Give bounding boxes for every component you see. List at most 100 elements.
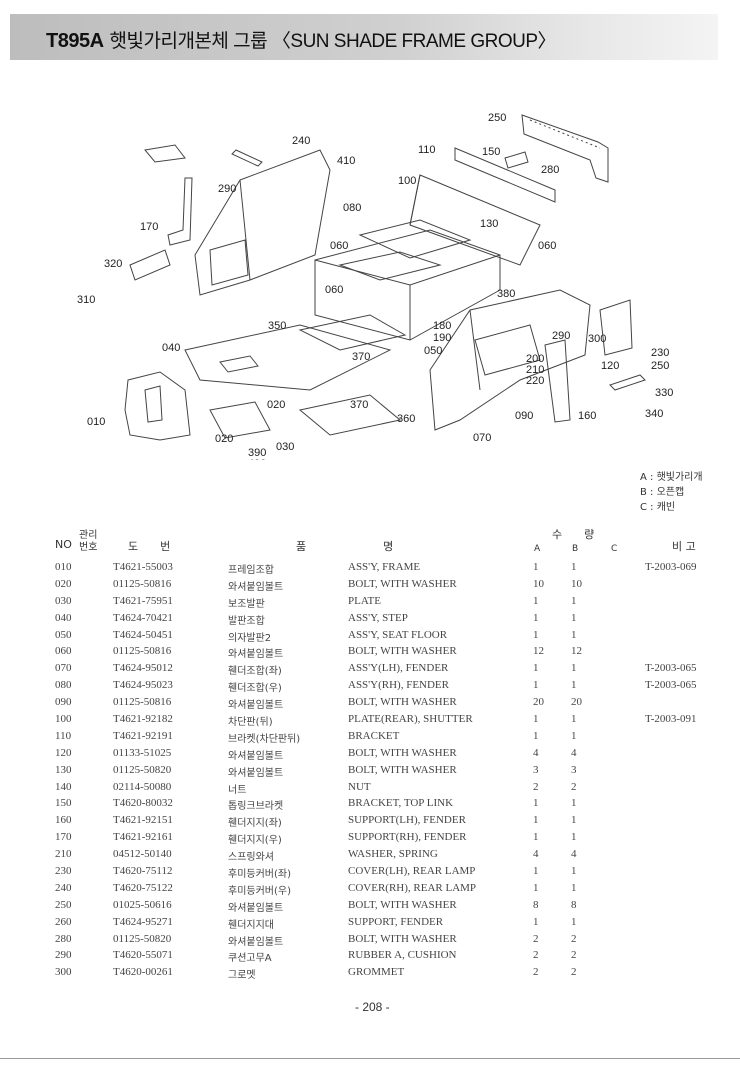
part-number: T4620-00261 [113, 966, 173, 979]
callout-label: 330 [655, 387, 673, 399]
part-no: 120 [55, 746, 72, 759]
part-name-english: BRACKET, TOP LINK [348, 797, 454, 810]
part-name-korean: 후미등커버(좌) [228, 869, 292, 881]
part-no: 210 [55, 848, 72, 861]
qty-a: 1 [533, 628, 539, 641]
part-name-korean: 스프링와셔 [228, 852, 274, 864]
callout-label: 100 [398, 175, 416, 187]
callout-label: 030 [276, 441, 294, 453]
part-no: 290 [55, 949, 72, 962]
part-name-english: BRACKET [348, 729, 400, 742]
part-no: 260 [55, 915, 72, 928]
qty-b: 1 [571, 713, 577, 726]
qty-a: 1 [533, 881, 539, 894]
shutter-plate-rear [409, 174, 541, 266]
part-name-korean: 와셔붙임볼트 [228, 700, 284, 712]
qty-b: 1 [571, 561, 577, 573]
header-band [10, 14, 718, 60]
callout-label: 130 [480, 218, 498, 230]
part-name-korean: 차단판(뒤) [228, 717, 273, 729]
callout-label: 400 [248, 458, 266, 460]
callout-label: 310 [77, 294, 95, 306]
part-name-korean: 와셔붙임볼트 [228, 750, 284, 762]
part-name-korean: 휀더조합(좌) [228, 666, 282, 678]
part-number: 01025-50616 [113, 898, 172, 911]
qty-a: 1 [533, 831, 539, 844]
qty-b: 1 [571, 814, 577, 827]
part-no: 140 [55, 780, 72, 793]
part-name-korean: 휀더지지(좌) [228, 818, 282, 830]
part-name-english: COVER(LH), REAR LAMP [348, 865, 476, 878]
legend-item: C : 캐빈 [640, 502, 676, 513]
callout-label: 020 [215, 433, 233, 445]
header-mgmt-1: 관리 [79, 530, 98, 541]
part-number: T4624-95271 [113, 915, 173, 928]
seat-floor [314, 229, 501, 341]
part-no: 250 [55, 898, 72, 911]
callout-label: 020 [267, 399, 285, 411]
callout-label: 370 [352, 351, 370, 363]
callout-label: 290 [218, 183, 236, 195]
qty-b: 2 [571, 780, 577, 793]
legend: A : 햇빛가리개 B : 오픈캡 C : 캐빈 [640, 470, 703, 515]
part-no: 020 [55, 577, 72, 590]
part-number: T4621-55003 [113, 561, 173, 573]
qty-a: 1 [533, 679, 539, 692]
callout-label: 340 [645, 408, 663, 420]
part-number: 02114-50080 [113, 780, 172, 793]
callout-labels: 250 240 410 110 150 280 290 100 080 170 … [77, 112, 673, 460]
part-no: 230 [55, 865, 72, 878]
remark: T-2003-065 [645, 679, 697, 692]
shutter-bracket [454, 147, 556, 203]
part-name-english: WASHER, SPRING [348, 848, 438, 861]
part-name-english: BOLT, WITH WASHER [348, 577, 457, 590]
qty-a: 1 [533, 713, 539, 726]
callout-label: 200 [526, 353, 544, 365]
part-no: 040 [55, 611, 72, 624]
part-name-english: SUPPORT(LH), FENDER [348, 814, 466, 827]
qty-b: 1 [571, 662, 577, 675]
callout-label: 080 [343, 202, 361, 214]
qty-b: 1 [571, 679, 577, 692]
part-name-korean: 프레임조합 [228, 565, 274, 576]
part-name-korean: 휀더지지대 [228, 919, 274, 931]
qty-b: 12 [571, 645, 582, 658]
part-name-korean: 휀더조합(우) [228, 683, 282, 695]
part-number: T4624-50451 [113, 628, 173, 641]
part-number: 04512-50140 [113, 848, 172, 861]
qty-a: 1 [533, 729, 539, 742]
part-number: T4624-95023 [113, 679, 173, 692]
qty-b: 1 [571, 594, 577, 607]
part-name-korean: 너트 [228, 784, 247, 796]
remark: T-2003-065 [645, 662, 697, 675]
part-name-english: RUBBER A, CUSHION [348, 949, 457, 962]
part-name-korean: 와셔붙임볼트 [228, 581, 284, 593]
qty-a: 10 [533, 577, 544, 590]
main-frame [124, 371, 191, 441]
model-code: T895A [46, 30, 104, 52]
qty-a: 20 [533, 696, 544, 709]
qty-b: 1 [571, 797, 577, 810]
callout-label: 350 [268, 320, 286, 332]
part-no: 100 [55, 713, 72, 726]
legend-item: A : 햇빛가리개 [640, 472, 703, 483]
part-number: 01125-50816 [113, 577, 172, 590]
callout-label: 240 [292, 135, 310, 147]
part-number: T4624-70421 [113, 611, 173, 624]
part-name-english: BOLT, WITH WASHER [348, 763, 457, 776]
qty-b: 10 [571, 577, 582, 590]
